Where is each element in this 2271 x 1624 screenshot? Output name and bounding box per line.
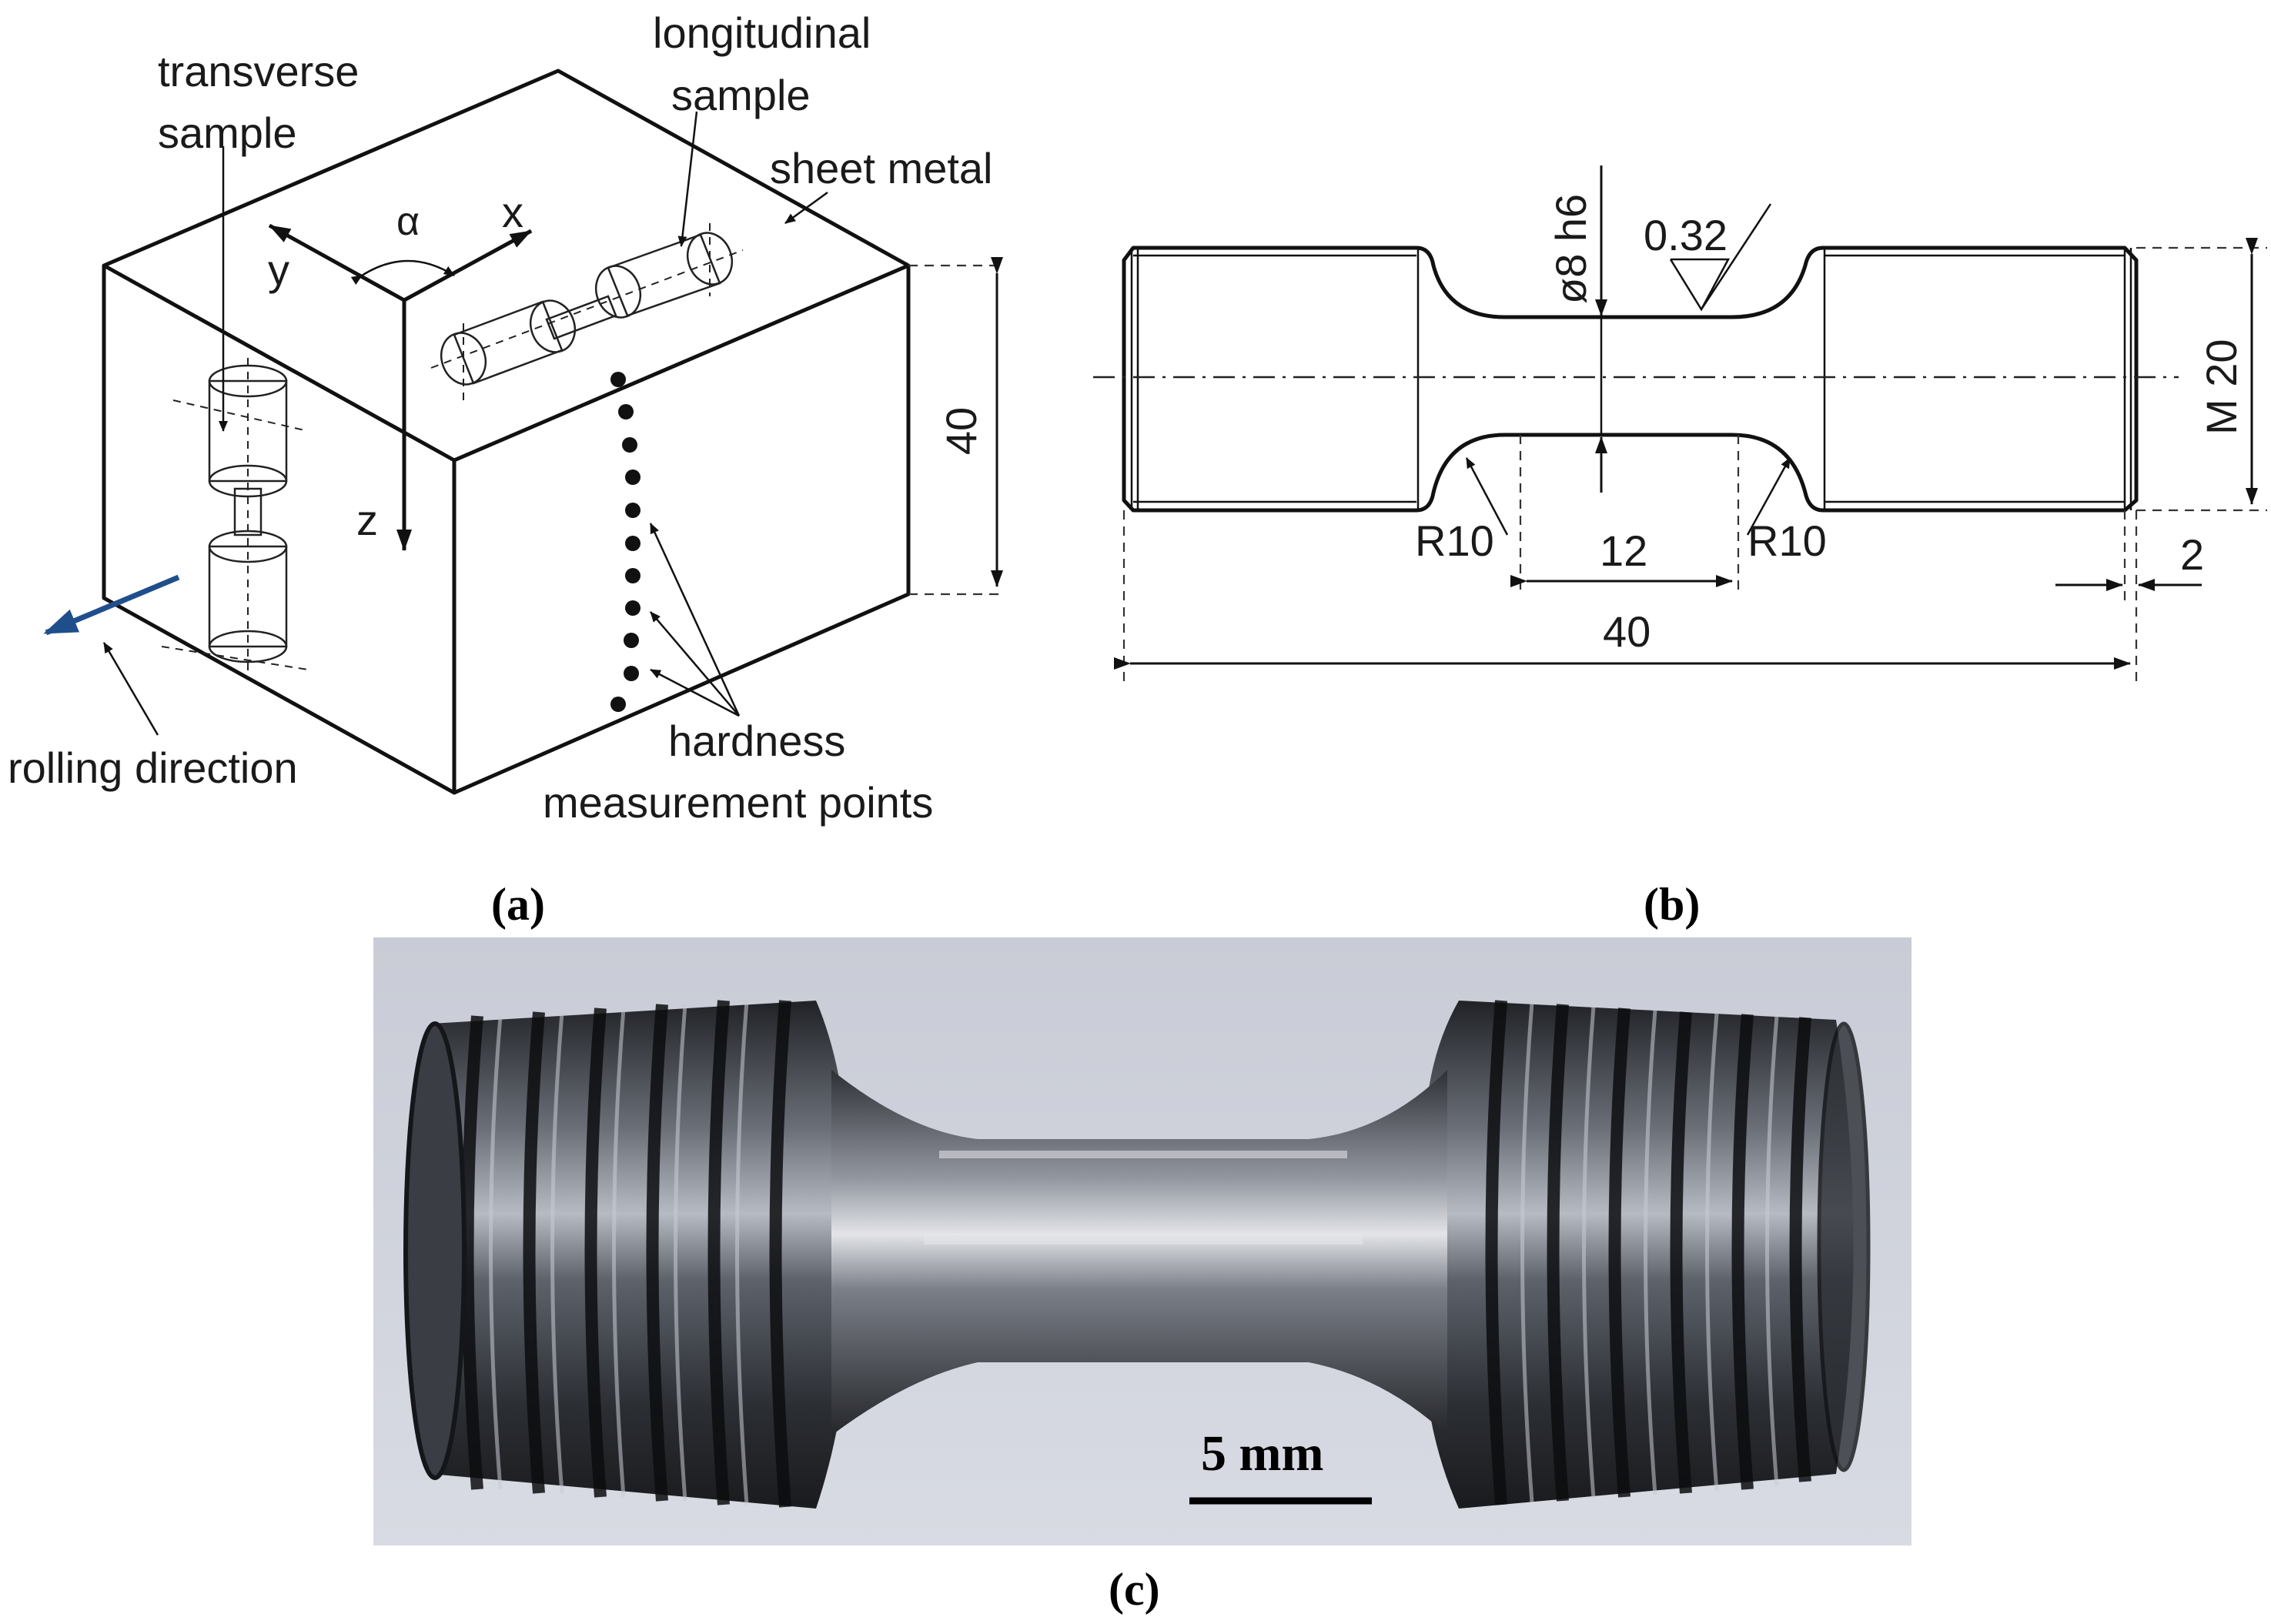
longitudinal-label-line1: longitudinal [653,8,871,57]
sheet-metal-leader [784,191,828,225]
transverse-label-line2: sample [158,109,297,157]
axis-y-label: y [268,246,289,294]
transverse-label-line1: transverse [158,47,359,95]
roughness-label: 0.32 [1644,211,1727,259]
alpha-label: α [396,199,420,244]
panel-b-specimen-drawing: ø8 h6 0.32 M 20 R10 R10 12 40 2 [1093,165,2267,681]
block-left-face [102,266,457,795]
longitudinal-sample [430,223,744,400]
panel-c-specimen-photo: 5 mm [373,937,1911,1545]
hardness-label-line2: measurement points [543,778,933,827]
thread-label: M 20 [2197,339,2246,436]
transverse-sample [161,358,309,677]
specimen-outline [1122,246,2139,513]
y-axis-line [268,223,406,302]
sheet-metal-label: sheet metal [770,144,993,192]
longitudinal-label-line2: sample [671,71,811,119]
rolling-direction-label: rolling direction [8,743,298,792]
caption-b: (b) [1644,879,1700,930]
axis-x-label: x [502,188,523,236]
rolling-leader [102,642,159,736]
rolling-direction-arrow [43,574,180,636]
longitudinal-leader [677,111,698,247]
hardness-points [610,372,640,712]
x-axis-line [403,229,533,302]
alpha-arc [350,259,455,286]
gauge-length-label: 12 [1600,526,1647,575]
diameter-label: ø8 h6 [1547,194,1595,304]
panel-a-block-diagram: 40 x y z α [8,8,1003,827]
axis-z-label: z [356,496,378,544]
hardness-leader-1 [649,523,741,717]
height-dimension-label: 40 [937,407,985,455]
caption-c: (c) [1109,1564,1160,1615]
hardness-leader-3 [650,668,740,717]
roughness-symbol [1669,203,1772,312]
left-threaded-end [403,1000,847,1509]
hardness-leader-2 [650,611,740,717]
radius-right-label: R10 [1748,516,1827,565]
radius-left-label: R10 [1415,516,1494,565]
caption-a: (a) [491,879,545,930]
end-dimension-label: 2 [2180,530,2204,579]
gauge-section [831,1070,1447,1435]
right-threaded-end [1424,1000,1871,1509]
hardness-label-line1: hardness [668,717,845,765]
scale-bar-label: 5 mm [1201,1425,1323,1482]
total-length-label: 40 [1603,607,1651,656]
block-right-face [453,266,911,795]
